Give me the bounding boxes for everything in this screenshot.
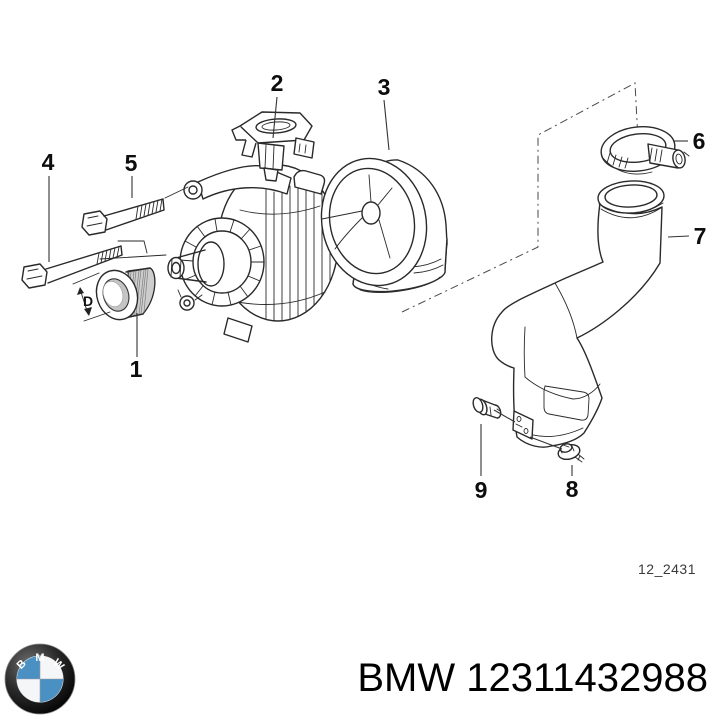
alternator-drawing: [167, 164, 339, 343]
bolt-5-drawing: [81, 186, 189, 236]
callout-labels: 1 2 3 4 5 6 7 8 9: [42, 70, 707, 503]
voltage-regulator-drawing: [231, 111, 315, 182]
air-hose-drawing: [491, 180, 665, 448]
bolt-5-threads: [135, 198, 163, 220]
callout-2: 2: [271, 70, 284, 96]
rivet-drawing: [472, 397, 502, 419]
dimension-arrow-down: [84, 307, 92, 316]
pulley-drawing: [95, 267, 156, 321]
logo-quadrants: [17, 656, 63, 702]
dimension-arrow-up: [77, 287, 84, 295]
alternator-rear-lug: [223, 317, 253, 343]
dimension-d-annotation: D: [72, 272, 111, 322]
parts-diagram: D: [21, 70, 707, 503]
callout-9: 9: [475, 477, 488, 503]
part-number: 12311432988: [466, 656, 708, 700]
callout-1: 1: [130, 356, 143, 382]
logo-letter-m: M: [35, 652, 44, 664]
callout-8: 8: [566, 476, 579, 502]
hose-clamp-drawing: [600, 126, 690, 175]
alternator-terminal: [293, 169, 326, 195]
dimension-d-label: D: [83, 293, 93, 309]
bolt-4-drawing: [21, 240, 167, 289]
callout-6: 6: [693, 128, 706, 154]
callout-leader-lines: [48, 96, 690, 476]
part-number-line: BMW 12311432988: [357, 656, 708, 701]
alternator-shaft: [167, 241, 225, 287]
hose-bracket: [512, 410, 534, 440]
clamp-band-slots: [606, 152, 629, 169]
alternator-lower-lug: [177, 289, 203, 311]
assembly-alignment-dash-line: [401, 82, 639, 313]
callout-5: 5: [125, 150, 138, 176]
elbow-duct-spokes: [321, 174, 393, 259]
screw-drawing: [557, 443, 585, 463]
fastener-leader-lines: [493, 409, 563, 450]
callout-3: 3: [378, 74, 391, 100]
callout-7: 7: [694, 223, 707, 249]
brand-name: BMW: [357, 656, 456, 700]
elbow-duct-drawing: [320, 157, 448, 293]
hose-inlet-ring: [597, 180, 665, 219]
bmw-logo: B M W: [4, 643, 76, 715]
callout-4: 4: [42, 149, 55, 175]
diagram-code: 12_2431: [638, 561, 697, 577]
bolt-4-threads: [96, 246, 120, 265]
